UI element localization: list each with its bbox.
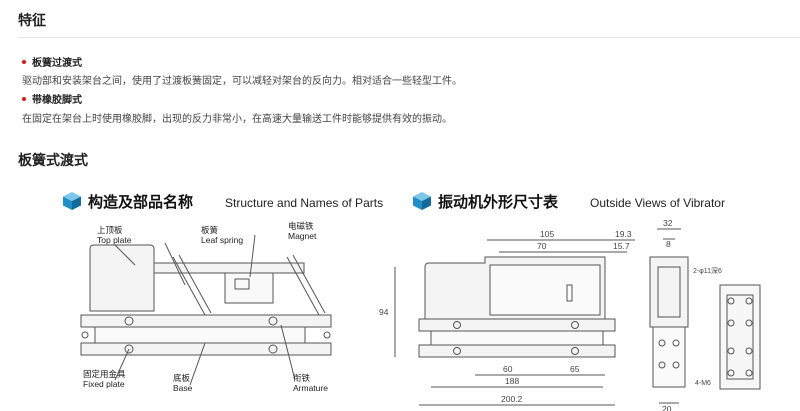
cube-icon [63, 192, 81, 210]
cube-icon [413, 192, 431, 210]
label-fixed-plate-en: Fixed plate [83, 379, 125, 389]
bullet-dot-icon [22, 97, 26, 101]
dim-70: 70 [537, 241, 547, 251]
dim-188: 188 [505, 376, 519, 386]
dim-32: 32 [663, 218, 673, 228]
dim-65: 65 [570, 364, 580, 374]
outside-views-diagram: 105 19.3 70 15.7 94 60 65 188 200.2 32 8… [379, 218, 761, 411]
features-heading: 特征 [18, 13, 46, 29]
dim-4-m6: 4-M6 [695, 380, 711, 387]
structure-title-en: Structure and Names of Parts [225, 196, 384, 210]
label-magnet-en: Magnet [288, 231, 317, 241]
label-armature-en: Armature [293, 383, 328, 393]
dim-15-7: 15.7 [613, 241, 630, 251]
structure-title-cn: 构造及部品名称 [88, 193, 194, 211]
dim-20: 20 [662, 404, 672, 411]
dim-105: 105 [540, 229, 554, 239]
section-divider [18, 37, 800, 38]
feature-item-1-heading: 板簧过渡式 [22, 54, 82, 69]
dim-19-3: 19.3 [615, 229, 632, 239]
structure-diagram: 上顶板 Top plate 板簧 Leaf spring 电磁铁 Magnet … [80, 221, 332, 393]
label-base-en: Base [173, 383, 193, 393]
label-top-plate-en: Top plate [97, 235, 132, 245]
outside-title-cn: 振动机外形尺寸表 [438, 193, 559, 211]
dim-60: 60 [503, 364, 513, 374]
outside-title-en: Outside Views of Vibrator [590, 196, 725, 210]
label-top-plate-cn: 上顶板 [97, 225, 123, 235]
dim-8: 8 [666, 239, 671, 249]
dim-200-2: 200.2 [501, 394, 523, 404]
label-base-cn: 底板 [173, 373, 191, 383]
label-leaf-spring-en: Leaf spring [201, 235, 243, 245]
label-magnet-cn: 电磁铁 [288, 221, 314, 231]
section2-heading: 板簧式渡式 [18, 153, 88, 169]
label-armature-cn: 衔铁 [293, 373, 311, 383]
dim-94: 94 [379, 307, 389, 317]
feature-item-1-text: 驱动部和安装架台之间，使用了过渡板簧固定，可以减轻对架台的反向力。相对适合一些轻… [22, 76, 462, 87]
feature-item-2-text: 在固定在架台上时使用橡胶脚，出现的反力非常小，在高速大量输送工件时能够提供有效的… [22, 114, 452, 125]
bullet-dot-icon [22, 60, 26, 64]
label-leaf-spring-cn: 板簧 [201, 225, 219, 235]
dim-2-phi11: 2-φ11深6 [693, 266, 722, 275]
feature-item-2-heading: 带橡胶脚式 [22, 91, 82, 106]
label-fixed-plate-cn: 固定用金具 [83, 369, 126, 379]
